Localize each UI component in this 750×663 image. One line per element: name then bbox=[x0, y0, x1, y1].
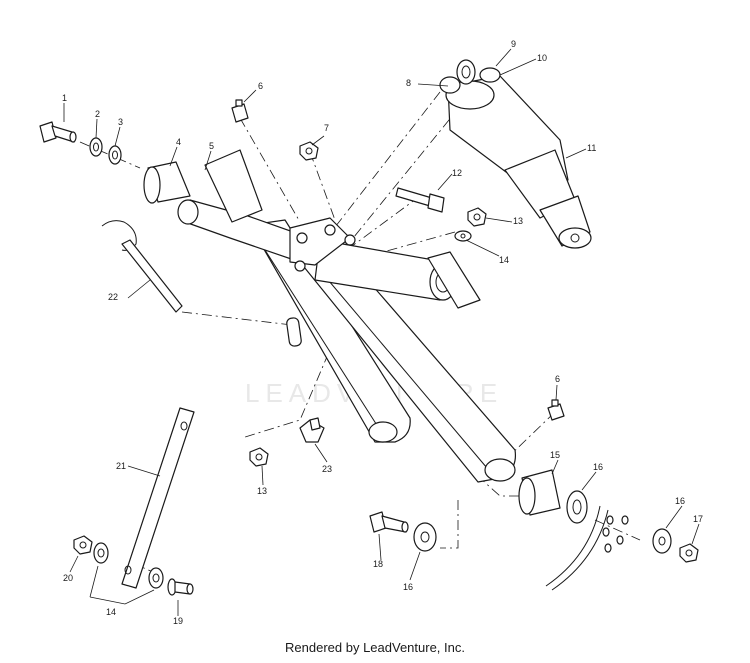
washer-part-16-lower bbox=[413, 522, 437, 552]
bolt-part-18 bbox=[369, 511, 409, 533]
callout-5: 5 bbox=[209, 141, 214, 151]
bolt-part-23 bbox=[299, 417, 325, 443]
spacer-part-15 bbox=[518, 469, 561, 516]
callout-19: 19 bbox=[173, 616, 183, 626]
callout-10: 10 bbox=[537, 53, 547, 63]
callout-6-upper: 6 bbox=[258, 81, 263, 91]
callout-16-right: 16 bbox=[675, 496, 685, 506]
bolt-part-12 bbox=[395, 187, 445, 213]
callout-22: 22 bbox=[108, 292, 118, 302]
callout-11: 11 bbox=[587, 143, 596, 153]
callout-14-upper: 14 bbox=[499, 255, 509, 265]
shock-absorber bbox=[445, 75, 592, 249]
pin-part-22 bbox=[101, 220, 183, 313]
callout-16-lower: 16 bbox=[403, 582, 413, 592]
callout-17: 17 bbox=[693, 514, 703, 524]
callout-14-lower: 14 bbox=[106, 607, 116, 617]
washer-part-2 bbox=[89, 137, 103, 157]
callout-4: 4 bbox=[176, 137, 181, 147]
callout-7: 7 bbox=[324, 123, 329, 133]
nut-part-13-upper bbox=[467, 207, 487, 227]
rail-piece bbox=[545, 505, 609, 591]
bolt-part-1 bbox=[39, 121, 77, 143]
eyelet-part-9 bbox=[456, 59, 476, 85]
washer-part-16-right bbox=[652, 528, 672, 554]
callout-21: 21 bbox=[116, 461, 126, 471]
callout-15: 15 bbox=[550, 450, 560, 460]
nut-part-13-lower bbox=[249, 447, 269, 467]
grease-fitting-part-6-upper bbox=[231, 99, 249, 123]
callout-9: 9 bbox=[511, 39, 516, 49]
callout-12: 12 bbox=[452, 168, 462, 178]
callout-1: 1 bbox=[62, 93, 67, 103]
washer-part-16-mid bbox=[566, 490, 588, 524]
callout-8: 8 bbox=[406, 78, 411, 88]
washer-set bbox=[602, 515, 629, 553]
nut-part-7 bbox=[299, 141, 319, 161]
washer-part-14-upper bbox=[454, 230, 472, 242]
swing-arm-frame bbox=[177, 149, 517, 483]
strap-part-21 bbox=[121, 407, 195, 589]
tube-part-4 bbox=[143, 161, 191, 204]
callout-6-lower: 6 bbox=[555, 374, 560, 384]
callout-13-lower: 13 bbox=[257, 486, 267, 496]
callout-13-upper: 13 bbox=[513, 216, 523, 226]
callout-16-mid: 16 bbox=[593, 462, 603, 472]
washer-part-14-lower-a bbox=[93, 542, 109, 564]
callout-2: 2 bbox=[95, 109, 100, 119]
bushing-part-8 bbox=[439, 76, 461, 94]
grease-fitting-part-6-lower bbox=[547, 399, 565, 421]
sleeve-part-10 bbox=[479, 67, 501, 83]
callout-18: 18 bbox=[373, 559, 383, 569]
nut-part-20 bbox=[73, 535, 93, 555]
washer-part-3 bbox=[108, 145, 122, 165]
washer-part-14-lower-b bbox=[148, 567, 164, 589]
callout-3: 3 bbox=[118, 117, 123, 127]
callout-numbers: 1 2 3 4 5 6 6 7 8 9 10 11 12 13 13 14 14… bbox=[62, 39, 703, 626]
render-credit: Rendered by LeadVenture, Inc. bbox=[285, 640, 465, 655]
nut-part-17 bbox=[679, 543, 699, 563]
callout-23: 23 bbox=[322, 464, 332, 474]
pin-part-19 bbox=[167, 578, 194, 596]
leader-lines bbox=[63, 48, 700, 616]
callout-20: 20 bbox=[63, 573, 73, 583]
